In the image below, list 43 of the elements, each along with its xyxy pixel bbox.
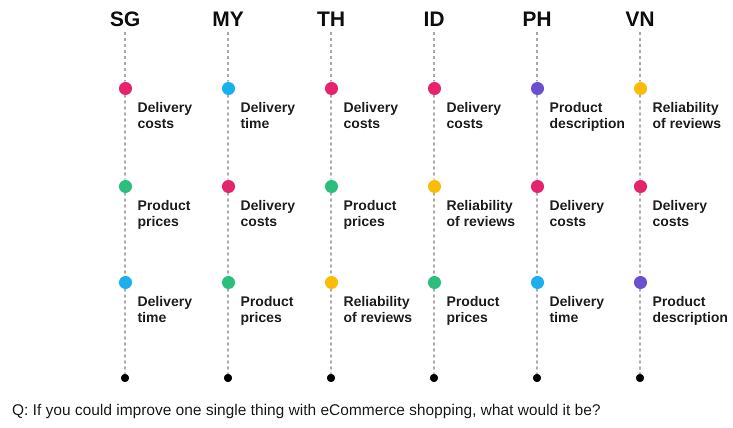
country-heading: PH (507, 8, 567, 32)
item-label: Delivery time (138, 292, 193, 324)
end-dot (636, 374, 644, 382)
end-dot (224, 374, 232, 382)
country-heading: MY (198, 8, 258, 32)
country-heading: VN (610, 8, 670, 32)
item-label: Delivery costs (550, 196, 605, 228)
dashed-line (330, 192, 332, 276)
item-label: Product prices (344, 196, 398, 228)
dashed-line (124, 32, 126, 82)
item-label: Product description (550, 98, 626, 130)
item-label: Delivery costs (240, 196, 296, 228)
item-label: Product description (652, 292, 729, 324)
dashed-line (536, 94, 538, 180)
dashed-line (330, 94, 332, 180)
dashed-line (330, 288, 332, 374)
dashed-line (536, 192, 538, 276)
end-dot (430, 374, 438, 382)
item-label: Product prices (138, 196, 192, 228)
item-label: Reliability of reviews (446, 196, 516, 228)
item-label: Delivery costs (652, 196, 708, 228)
caption: Q: If you could improve one single thing with eCommerce shopping, what would it be? (12, 402, 600, 420)
dashed-line (124, 288, 126, 374)
dashed-line (124, 192, 126, 276)
country-heading: ID (404, 8, 464, 32)
dashed-line (124, 94, 126, 180)
item-label: Delivery costs (446, 98, 502, 130)
item-label: Product prices (240, 292, 294, 324)
item-label: Delivery costs (344, 98, 399, 130)
dashed-line (536, 32, 538, 82)
end-dot (327, 374, 335, 382)
end-dot (121, 374, 129, 382)
dashed-line (536, 288, 538, 374)
dashed-line (330, 32, 332, 82)
item-label: Product prices (446, 292, 500, 324)
end-dot (533, 374, 541, 382)
item-label: Delivery time (550, 292, 605, 324)
item-label: Reliability of reviews (344, 292, 413, 324)
country-heading: TH (301, 8, 361, 32)
item-label: Delivery costs (138, 98, 193, 130)
country-heading: SG (95, 8, 155, 32)
item-label: Delivery time (240, 98, 296, 130)
item-label: Reliability of reviews (652, 98, 722, 130)
